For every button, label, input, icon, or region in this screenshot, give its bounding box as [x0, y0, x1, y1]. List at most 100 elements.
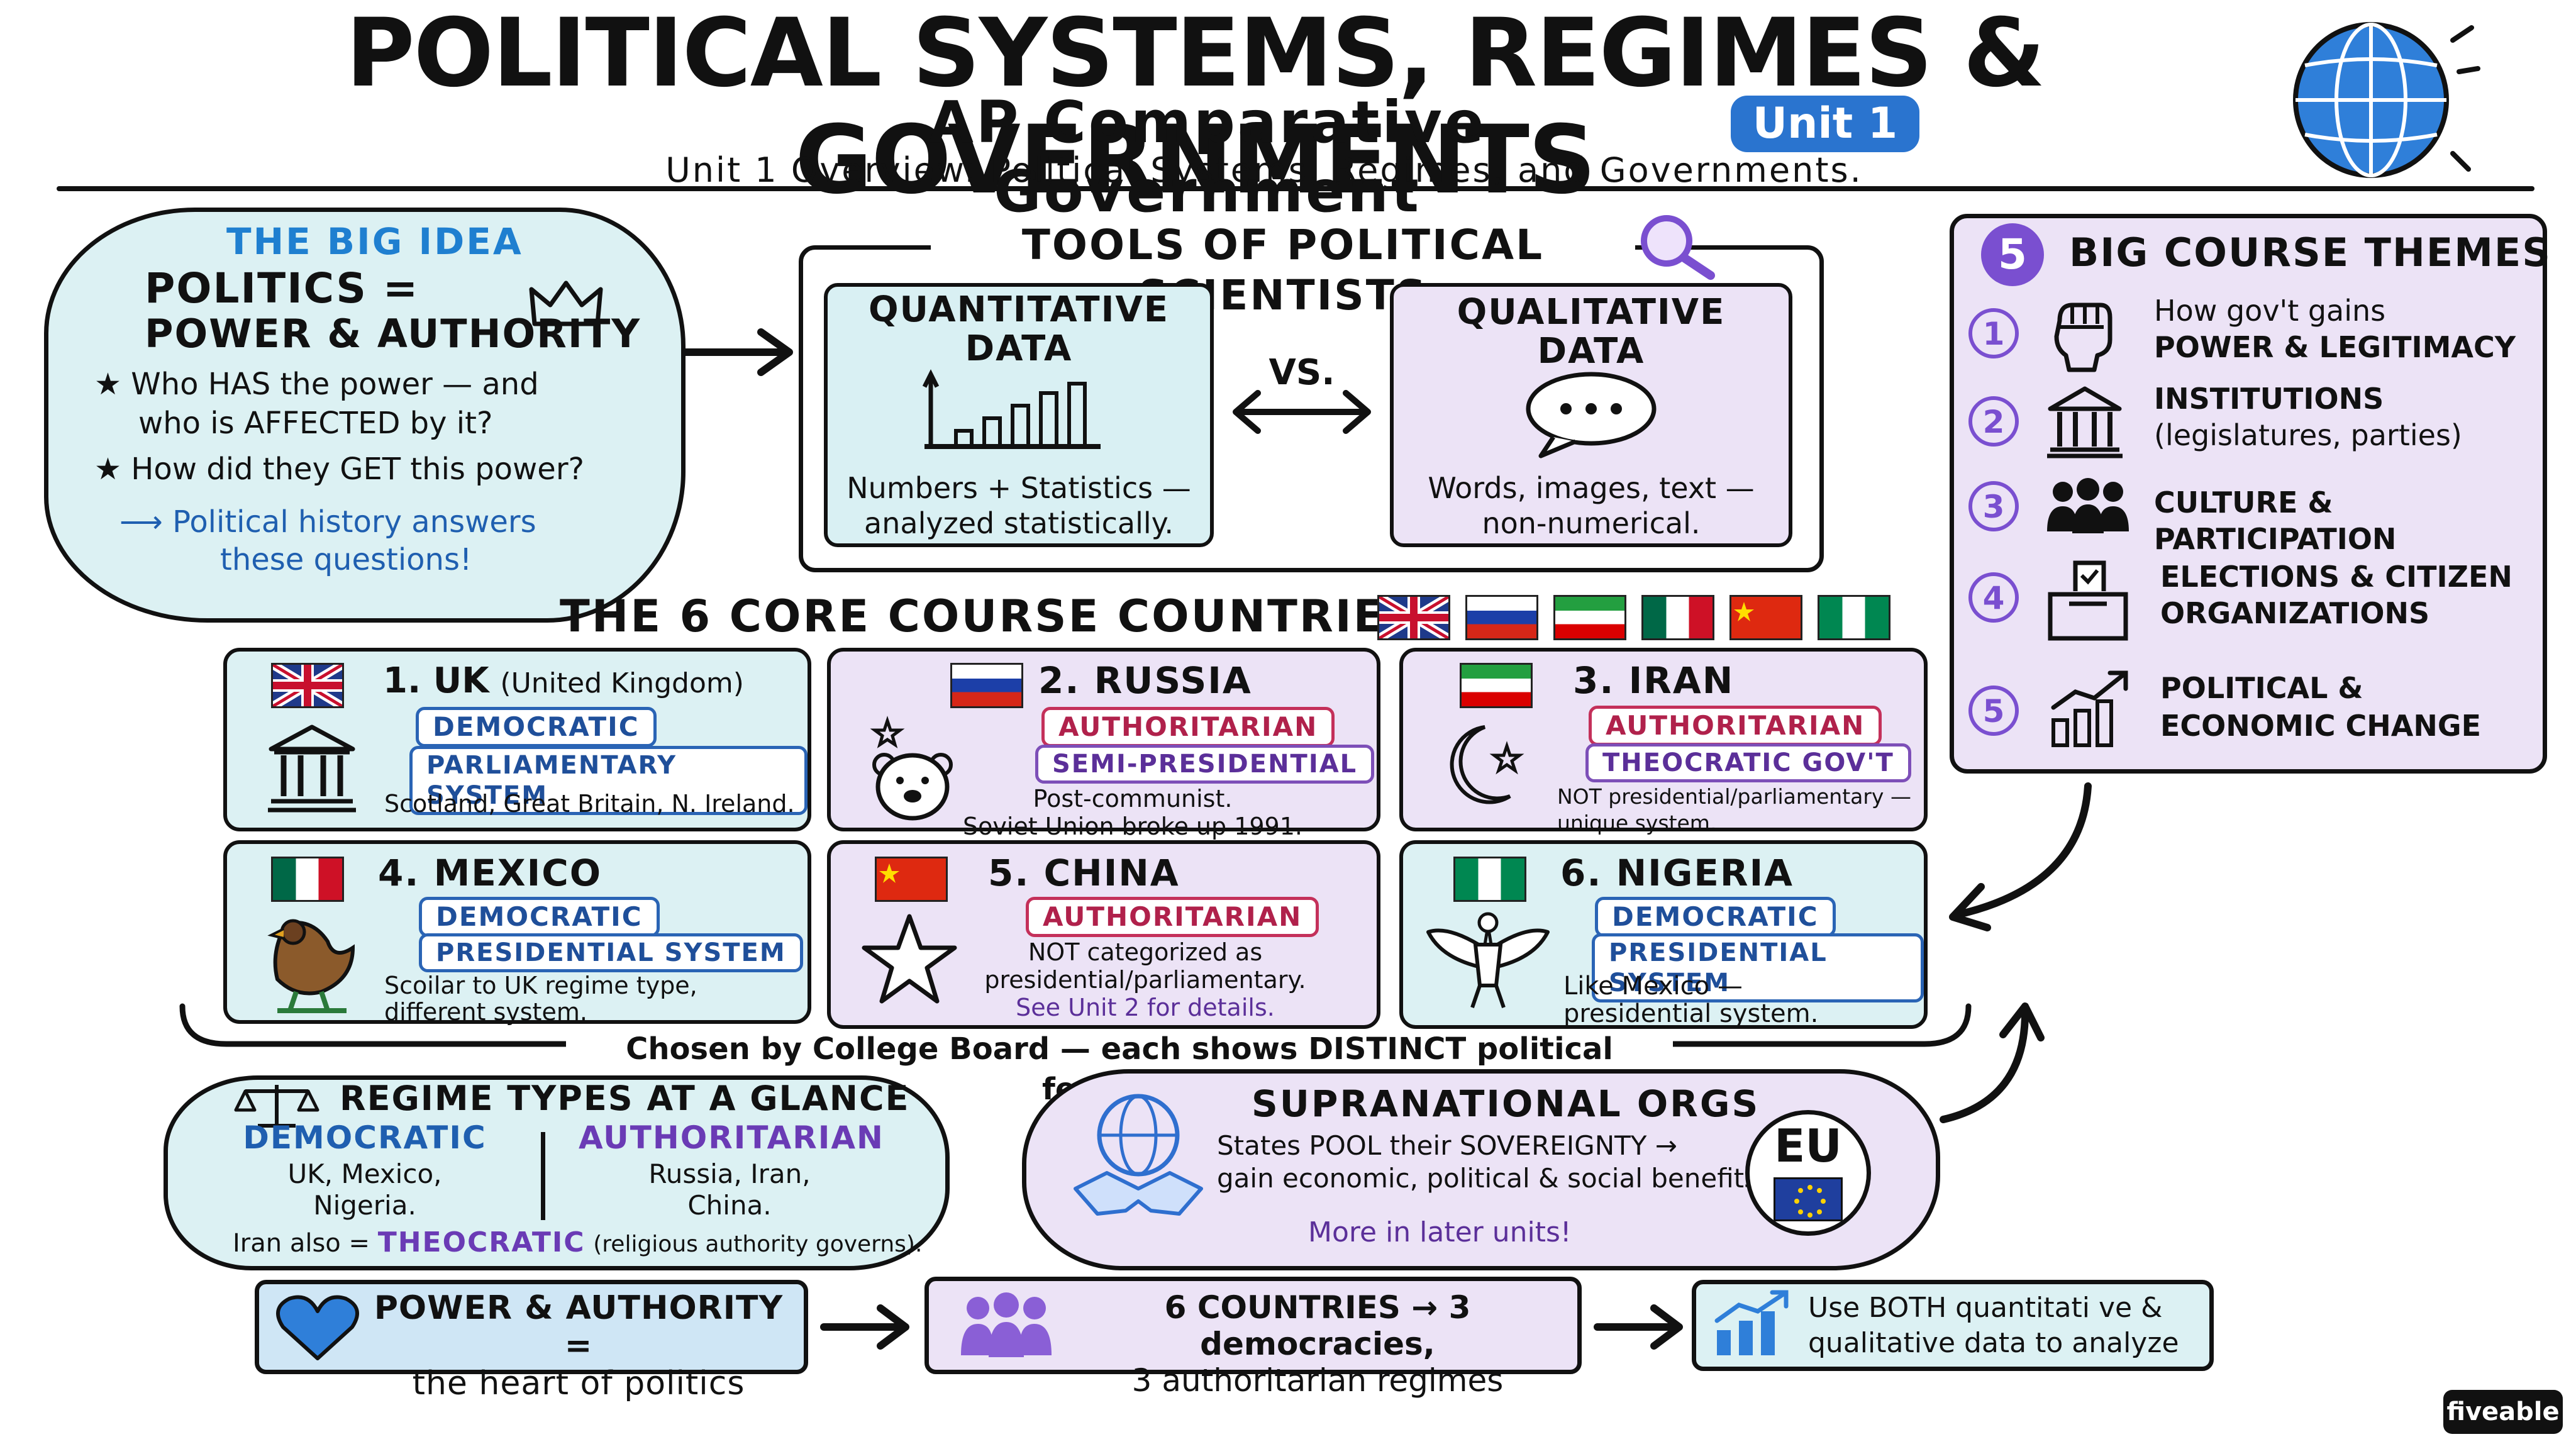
theme-text: CULTURE & PARTICIPATION [2154, 486, 2397, 556]
big-idea-line2: POWER & AUTHORITY [145, 311, 641, 357]
regime-types-title: REGIME TYPES AT A GLANCE [340, 1079, 910, 1118]
country-name: 2. RUSSIA [1038, 659, 1252, 702]
regime-auth-list: Russia, Iran,China. [648, 1158, 811, 1221]
institution-building-icon [2047, 386, 2123, 458]
regime-auth-label: AUTHORITARIAN [579, 1119, 884, 1156]
page-title: POLITICAL SYSTEMS, REGIMES & GOVERNMENTS [345, 0, 2046, 215]
big-idea-bullet2: ★ How did they GET this power? [94, 452, 585, 487]
country-name: 6. NIGERIA [1560, 852, 1794, 894]
bear-icon [870, 716, 953, 821]
bar-chart-icon [922, 369, 1101, 449]
country-card-russia: 2. RUSSIA AUTHORITARIAN SEMI-PRESIDENTIA… [827, 648, 1380, 840]
theme-text: POLITICAL &ECONOMIC CHANGE [2160, 671, 2482, 743]
star-icon: ★ [94, 367, 131, 402]
speech-bubble-icon [1526, 372, 1657, 458]
magnifier-icon [1641, 215, 1715, 280]
themes-title: BIG COURSE THEMES [2069, 230, 2551, 275]
regime-dem-label: DEMOCRATIC [243, 1119, 487, 1156]
country-name: 4. MEXICO [378, 852, 602, 894]
country-note: Like Mexico —presidential system. [1563, 972, 1819, 1028]
eu-label: EU [1774, 1119, 1842, 1172]
summary-power-text: POWER & AUTHORITY =the heart of politics [374, 1289, 784, 1402]
arrow-right-icon: ⟶ [119, 504, 173, 540]
theme-number: 3 [1968, 481, 2019, 531]
china-flag-icon [1729, 595, 1802, 640]
theme-text: INSTITUTIONS(legislatures, parties) [2154, 382, 2462, 452]
supranational-more: More in later units! [1308, 1216, 1572, 1248]
country-card-china: 5. CHINA AUTHORITARIAN NOT categorized a… [827, 840, 1380, 1029]
summary-data-text: Use BOTH quantitati ve &qualitative data… [1808, 1292, 2179, 1359]
big-idea-cloud [44, 208, 686, 623]
star-icon: ★ [94, 452, 131, 487]
country-tag-regime: AUTHORITARIAN [1589, 706, 1882, 747]
country-note: NOT presidential/parliamentary —unique s… [1557, 784, 1911, 835]
themes-number-badge: 5 [1981, 223, 2044, 286]
big-idea-note: ⟶ Political history answers these questi… [119, 504, 536, 577]
crescent-star-icon [1450, 725, 1524, 804]
theme-item-3: 3 CULTURE & PARTICIPATION [1968, 465, 2534, 556]
growth-chart-icon [2051, 670, 2128, 747]
country-tag-system: THEOCRATIC GOV'T [1585, 743, 1911, 782]
arrow-right-icon [820, 1304, 909, 1350]
country-tag-regime: AUTHORITARIAN [1041, 707, 1335, 748]
regime-note: Iran also = THEOCRATIC (religious author… [233, 1226, 923, 1258]
theme-number: 4 [1968, 572, 2019, 623]
russia-flag-icon [950, 663, 1023, 708]
country-name: 5. CHINA [988, 852, 1180, 894]
regime-types-panel [164, 1075, 950, 1270]
nigeria-flag-icon [1818, 595, 1890, 640]
arrow-right-icon [1594, 1304, 1683, 1350]
regime-divider [541, 1132, 545, 1220]
russia-flag-icon [1465, 595, 1538, 640]
arrow-to-tools [682, 328, 793, 376]
country-tag-system: PRESIDENTIAL SYSTEM [419, 933, 803, 972]
ballot-box-icon [2048, 560, 2128, 641]
country-card-iran: 3. IRAN AUTHORITARIAN THEOCRATIC GOV'T N… [1399, 648, 1928, 835]
country-note: Scoilar to UK regime type,different syst… [384, 972, 697, 1026]
overview-line: Unit 1 Overview: Political Systems, Regi… [665, 150, 1863, 190]
country-tag-regime: DEMOCRATIC [419, 897, 660, 938]
supranational-title: SUPRANATIONAL ORGS [1252, 1082, 1760, 1125]
star-outline-icon [862, 914, 957, 1004]
double-arrow-icon [1233, 390, 1371, 434]
country-note: Scotland, Great Britain, N. Ireland. [384, 790, 795, 818]
countries-title: THE 6 CORE COURSE COUNTRIES [560, 591, 1419, 642]
country-tag-system: PARLIAMENTARY SYSTEM [409, 746, 808, 815]
theme-item-2: 2 INSTITUTIONS(legislatures, parties) [1968, 377, 2534, 465]
country-tag-regime: DEMOCRATIC [1595, 897, 1836, 938]
uk-flag-icon [271, 663, 344, 708]
fiveable-logo: fiveable [2443, 1390, 2563, 1434]
vs-label: VS. [1269, 352, 1335, 393]
people-group-icon [2047, 478, 2129, 533]
quantitative-desc: Numbers + Statistics —analyzed statistic… [847, 471, 1191, 540]
country-tag-regime: DEMOCRATIC [416, 707, 657, 748]
theme-number: 5 [1968, 686, 2019, 736]
page-subtitle: AP Comparative Government [928, 89, 1487, 225]
quantitative-card [824, 283, 1214, 547]
country-card-mexico: 4. MEXICO DEMOCRATIC PRESIDENTIAL SYSTEM… [223, 840, 811, 1026]
country-name: 3. IRAN [1573, 659, 1735, 702]
big-idea-line1: POLITICS = [145, 264, 419, 313]
country-name: 1. UK (United Kingdom) [383, 660, 744, 701]
eu-flag-icon [1774, 1177, 1843, 1221]
unit-badge: Unit 1 [1731, 96, 1919, 152]
china-flag-icon [875, 857, 948, 902]
mexico-flag-icon [1641, 595, 1714, 640]
crown-icon [529, 280, 603, 326]
heart-icon [276, 1295, 359, 1360]
growth-chart-icon [1714, 1290, 1789, 1355]
country-card-nigeria: 6. NIGERIA DEMOCRATIC PRESIDENTIAL SYSTE… [1399, 840, 1928, 1029]
nigeria-flag-icon [1453, 857, 1526, 902]
country-tag-regime: AUTHORITARIAN [1026, 897, 1319, 938]
theme-item-5: 5 POLITICAL &ECONOMIC CHANGE [1968, 660, 2534, 755]
theme-number: 2 [1968, 396, 2019, 447]
uk-flag-icon [1377, 595, 1450, 640]
country-note: Post-communist.Soviet Union broke up 199… [963, 785, 1302, 840]
header-divider [57, 186, 2534, 191]
parliament-building-icon [268, 724, 356, 813]
